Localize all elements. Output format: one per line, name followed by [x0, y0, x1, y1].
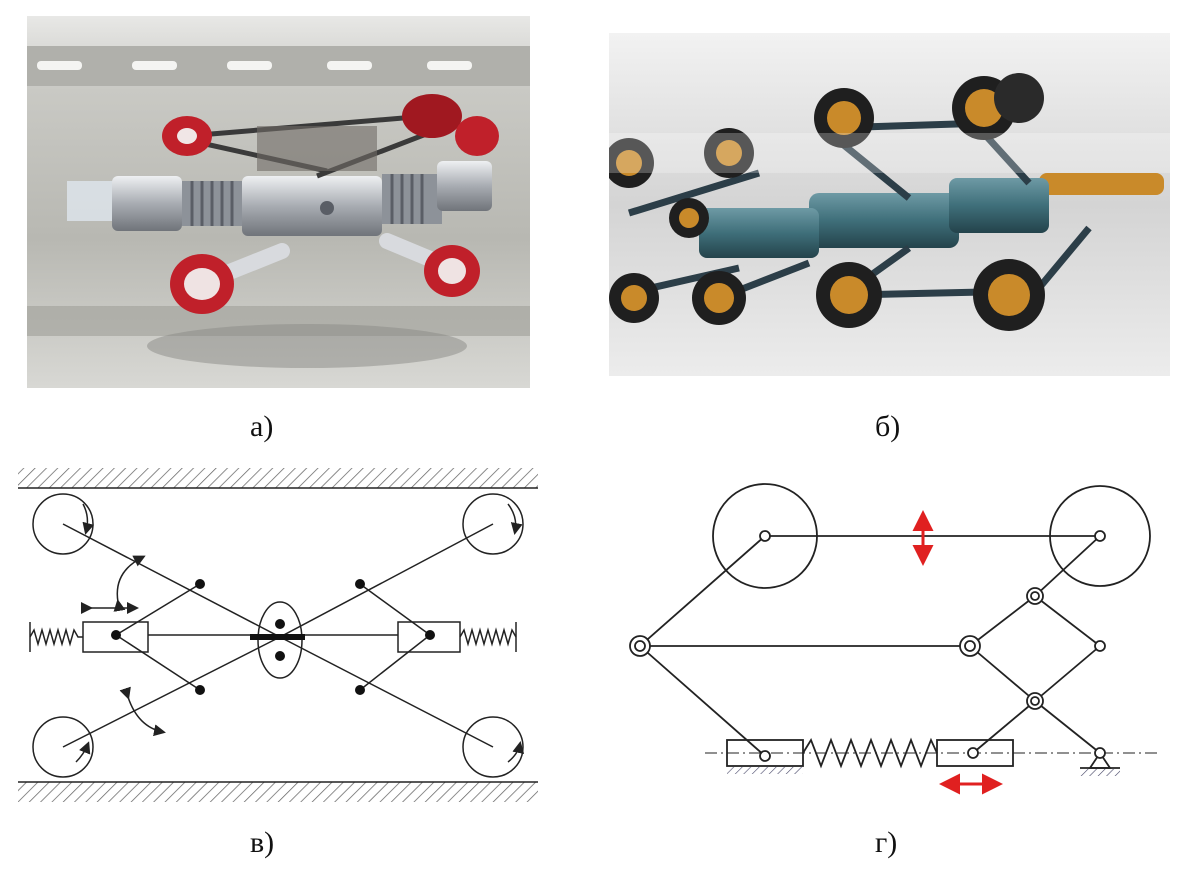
caption-g: г) [875, 826, 898, 859]
bottom-wall-hatch [18, 782, 538, 802]
caption-v: в) [250, 826, 275, 859]
photo-b [609, 33, 1170, 376]
top-wall-hatch [18, 468, 538, 488]
scheme-v [18, 462, 538, 807]
caption-b: б) [875, 410, 901, 443]
photo-a [27, 16, 530, 388]
scheme-g [615, 478, 1160, 798]
caption-a: а) [250, 410, 274, 443]
